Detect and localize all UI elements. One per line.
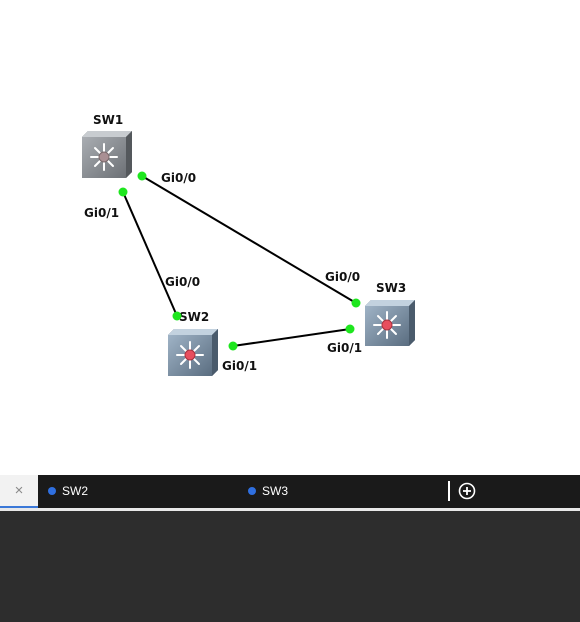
plus-circle-icon [458,482,476,500]
port-label: Gi0/0 [165,275,200,289]
tab-divider [448,481,450,501]
status-dot-icon [48,486,56,495]
node-label-sw3: SW3 [376,281,406,295]
switch-node-sw1[interactable] [82,131,132,178]
port-label: Gi0/1 [327,341,362,355]
port-label: Gi0/0 [161,171,196,185]
port-status-dot [172,311,182,321]
topology-canvas[interactable]: SW1 SW2 SW3 Gi0/0 Gi [0,0,580,475]
tab-bar-border [0,508,580,511]
close-tab-button[interactable]: × [0,475,38,509]
node-label-sw1: SW1 [93,113,123,127]
status-led [98,151,110,163]
link-sw2-sw3[interactable] [232,328,351,347]
node-label-sw2: SW2 [179,310,209,324]
link-sw1-sw2[interactable] [122,191,178,317]
port-status-dot [118,187,128,197]
status-led [184,349,196,361]
port-status-dot [228,341,238,351]
status-dot-icon [248,486,256,495]
link-sw1-sw3[interactable] [141,175,357,304]
port-status-dot [351,298,361,308]
switch-node-sw3[interactable] [365,300,415,346]
status-led [381,319,393,331]
port-status-dot [345,324,355,334]
console-tab-bar: × SW2 SW3 [0,475,580,509]
port-label: Gi0/0 [325,270,360,284]
close-icon: × [14,482,24,499]
console-pane[interactable] [0,511,580,622]
port-status-dot [137,171,147,181]
tab-label: SW3 [262,483,289,498]
tab-label: SW2 [62,483,89,498]
tab-sw2[interactable]: SW2 [48,475,88,506]
port-label: Gi0/1 [222,359,257,373]
port-label: Gi0/1 [84,206,119,220]
switch-node-sw2[interactable] [168,329,218,376]
tab-sw3[interactable]: SW3 [248,475,288,506]
add-tab-button[interactable] [458,482,476,500]
